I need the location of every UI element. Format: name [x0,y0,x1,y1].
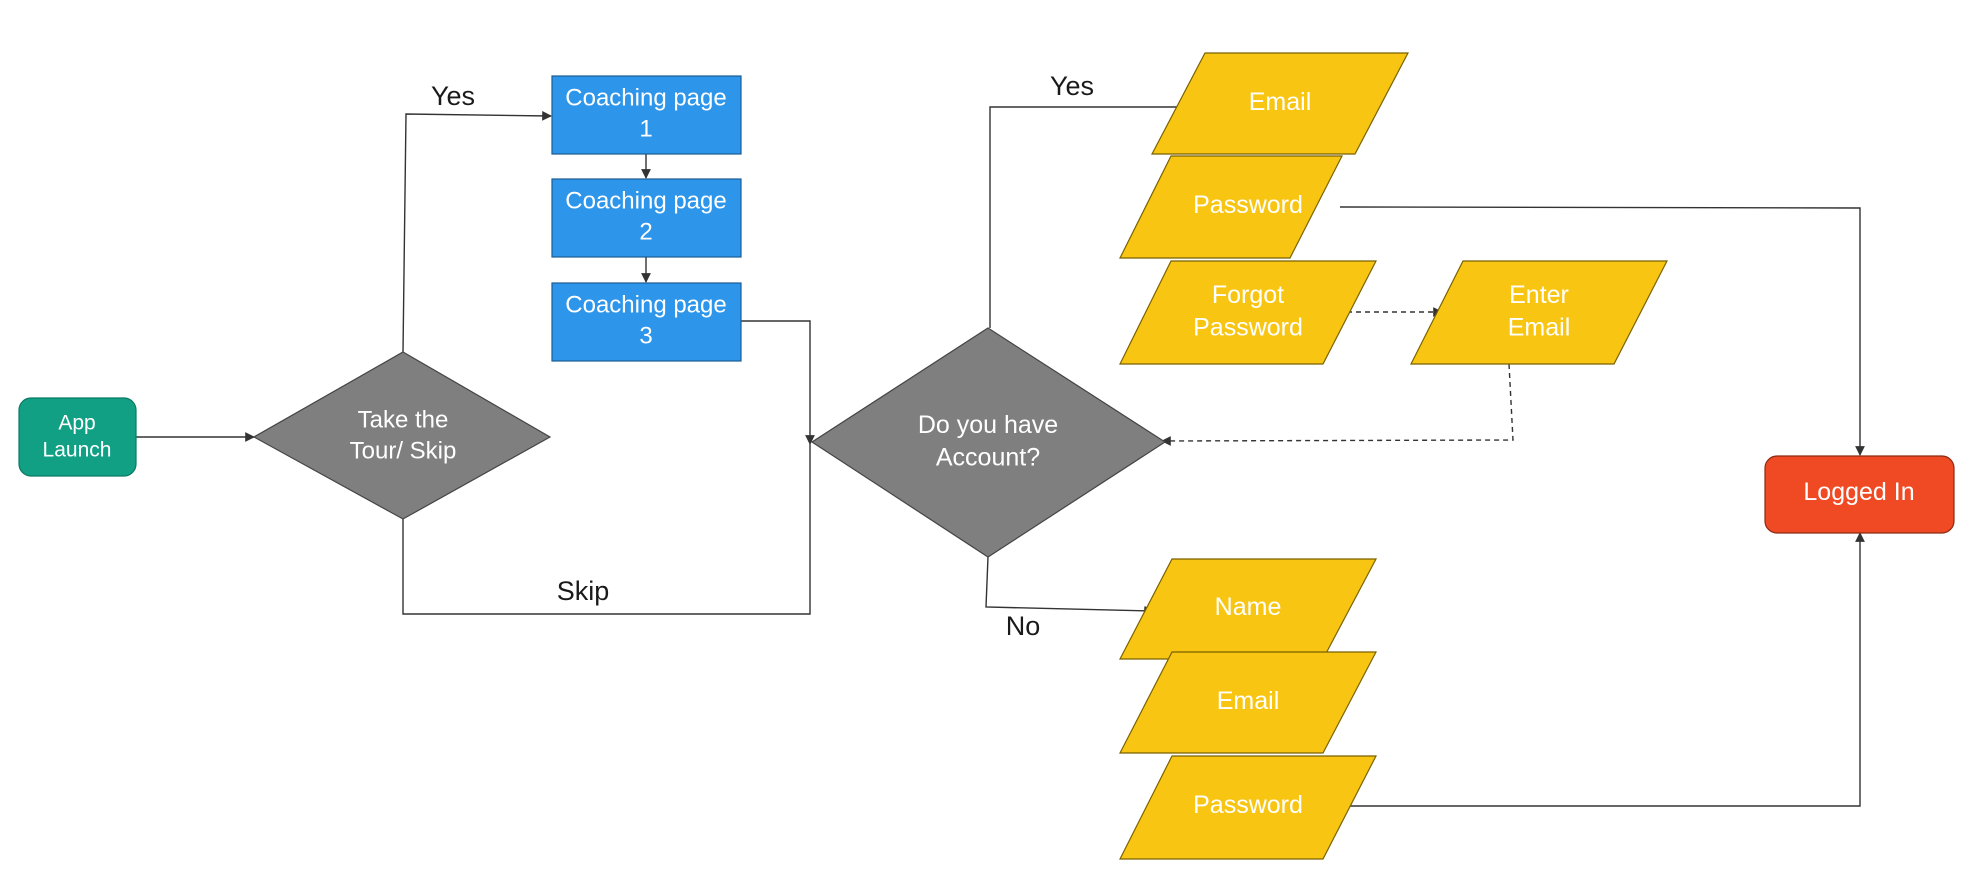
edge-enter-email-to-account [1161,363,1514,446]
node-label-line: Password [1193,191,1303,219]
node-login-email: Email [1151,52,1409,155]
node-label: Password [1193,791,1303,819]
node-login-password: Password [1119,155,1343,259]
node-label-line: Email [1249,88,1312,116]
node-label-line: Password [1193,313,1303,341]
node-label-line: Password [1193,791,1303,819]
edge-account-yes-to-email [989,102,1189,328]
label-tour-yes: Yes [431,81,475,111]
edge-coaching-3-to-account [741,320,815,445]
node-label-line: Name [1215,593,1282,621]
node-signup-name: Name [1119,558,1377,660]
node-label-line: Tour/ Skip [350,438,457,465]
process-box-shape [551,178,742,258]
node-label-line: Email [1217,687,1280,715]
node-label-line: Take the [358,407,449,434]
start-terminal-shape [18,397,137,477]
node-signup-password: Password [1119,755,1377,860]
label-account-no: No [1006,611,1041,641]
node-label-line: Email [1508,313,1571,341]
input-parallelogram-shape [1410,260,1668,365]
edge-tour-skip-to-account [402,444,811,615]
node-logged-in: Logged In [1764,455,1955,534]
decision-diamond-shape [810,327,1167,558]
node-label: Coaching page 1 [565,85,726,143]
decision-diamond-shape [252,351,552,520]
node-label-line: Coaching page [565,292,726,319]
node-label: Password [1193,191,1303,219]
edges [136,102,1865,807]
edge-password-to-logged-in [1339,206,1865,456]
input-parallelogram-shape [1119,651,1377,754]
process-box-shape [551,75,742,155]
node-label-line: Do you have [918,410,1058,438]
node-label-line: Forgot [1212,280,1284,308]
edge-account-no-to-name [985,556,1154,616]
node-label: Email [1249,88,1312,116]
input-parallelogram-shape [1119,260,1377,365]
input-parallelogram-shape [1119,755,1377,860]
process-box-shape [551,282,742,362]
edge-labels: Yes Skip Yes No [431,71,1094,641]
edge-signup-password-to-logged-in [1342,532,1865,807]
node-label-line: Account? [936,443,1040,471]
end-terminal-shape [1764,455,1955,534]
edge-tour-yes-to-coaching-1 [402,110,552,353]
node-label-line: Launch [43,438,112,461]
node-label-line: Coaching page [565,85,726,112]
node-coaching-page-3: Coaching page 3 [551,282,742,362]
input-parallelogram-shape [1151,52,1409,155]
node-coaching-page-1: Coaching page 1 [551,75,742,155]
node-label-line: Coaching page [565,188,726,215]
label-account-yes: Yes [1050,71,1094,101]
node-label-line: Enter [1509,280,1569,308]
node-label: Logged In [1803,478,1914,506]
node-label: Email [1217,687,1280,715]
input-parallelogram-shape [1119,155,1343,259]
node-label-line: 3 [639,323,652,350]
node-label: Coaching page 2 [565,188,726,246]
node-coaching-page-2: Coaching page 2 [551,178,742,258]
node-label-line: Logged In [1803,478,1914,506]
node-label: Name [1215,593,1282,621]
node-signup-email: Email [1119,651,1377,754]
node-label-line: 1 [639,116,652,143]
node-label-line: 2 [639,219,652,246]
node-label-line: App [58,411,95,434]
label-tour-skip: Skip [557,576,610,606]
node-label: Coaching page 3 [565,292,726,350]
